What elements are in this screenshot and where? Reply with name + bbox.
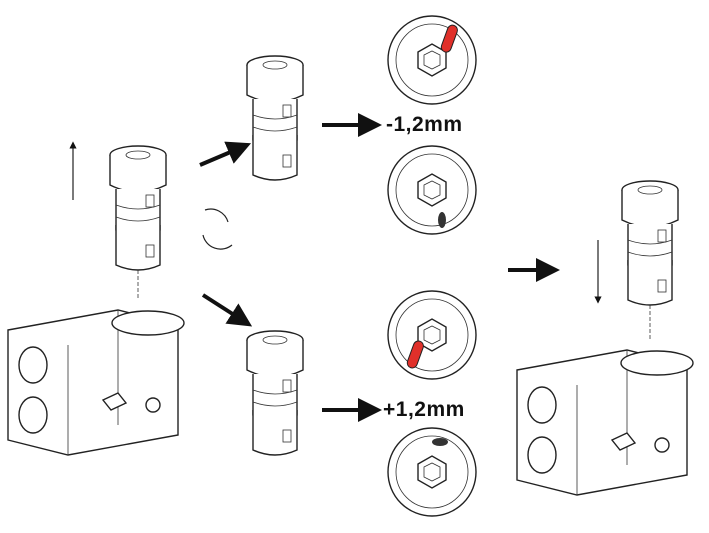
cartridge-bottom [246, 330, 304, 456]
rotate-icon [202, 208, 233, 250]
cartridge-top [246, 55, 304, 181]
cartridge-center [109, 145, 167, 271]
adjust-disc-top [387, 15, 477, 105]
housing-block-left [7, 309, 185, 456]
adjust-minus-label: -1,2mm [386, 113, 463, 136]
housing-block-right [516, 349, 694, 496]
adjust-disc-bottom [387, 427, 477, 517]
adjust-disc-bottom-top [387, 290, 477, 380]
adjust-plus-label: +1,2mm [383, 398, 465, 421]
right-arrow-icon [199, 113, 560, 422]
adjust-disc-top-bottom [387, 145, 477, 235]
cartridge-right [621, 180, 679, 306]
